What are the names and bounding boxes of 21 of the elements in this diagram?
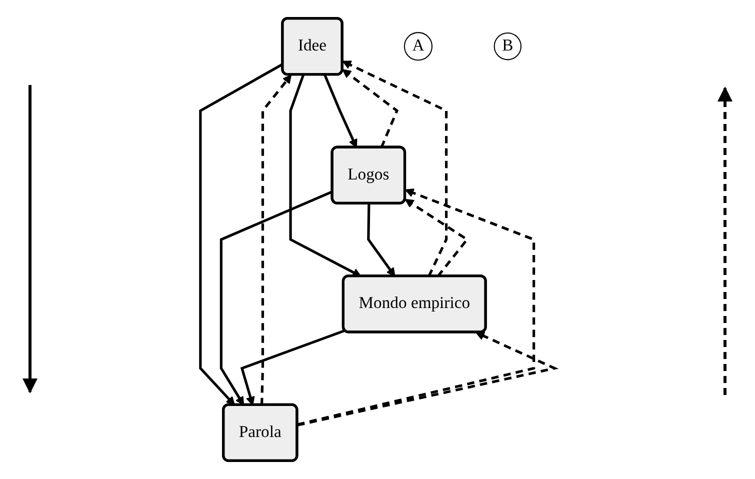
node-label: A <box>412 36 424 57</box>
node-label: Idee <box>298 36 327 57</box>
arrow <box>342 69 399 148</box>
arrow <box>324 74 358 148</box>
arrow <box>367 204 396 277</box>
concept-box <box>330 146 406 204</box>
concept-box <box>342 274 487 334</box>
arrow <box>342 60 448 277</box>
concept-box <box>222 403 298 462</box>
node-label: Mondo empirico <box>358 294 470 314</box>
circle-label <box>404 32 433 61</box>
arrow <box>289 74 362 277</box>
arrow <box>240 329 346 406</box>
node-label: Parola <box>238 422 282 443</box>
node-label: Logos <box>348 164 390 186</box>
arrow <box>297 332 559 426</box>
arrow <box>297 188 536 426</box>
circle-label <box>494 32 522 60</box>
node-label: B <box>502 36 514 57</box>
concept-box <box>281 17 344 76</box>
arrow <box>260 74 292 406</box>
